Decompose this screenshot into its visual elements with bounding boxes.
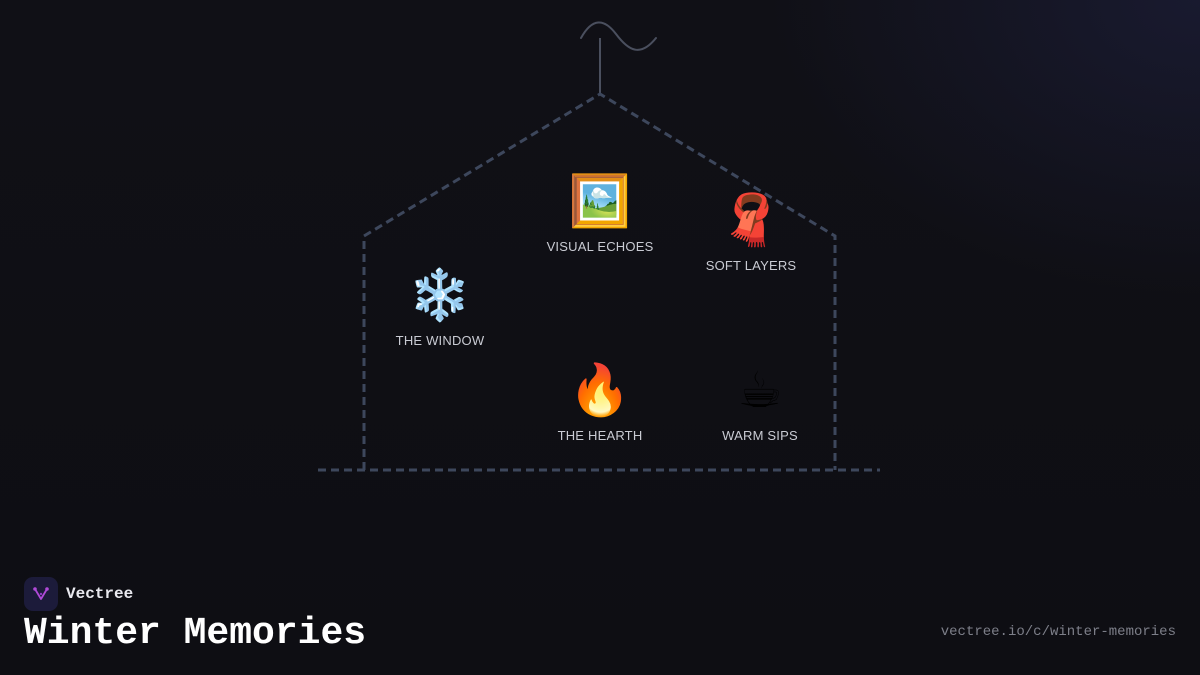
vectree-logo-icon [24, 577, 58, 611]
item-the-hearth[interactable]: 🔥 THE HEARTH [510, 362, 690, 443]
item-warm-sips[interactable]: ☕ WARM SIPS [670, 362, 850, 443]
item-label: VISUAL ECHOES [546, 239, 654, 254]
item-visual-echoes[interactable]: 🖼️ VISUAL ECHOES [510, 173, 690, 254]
brand-name: Vectree [66, 585, 134, 603]
framed-picture-icon: 🖼️ [568, 172, 632, 230]
hot-beverage-icon: ☕ [737, 361, 783, 419]
item-label: THE HEARTH [557, 428, 643, 443]
fire-icon: 🔥 [568, 361, 632, 419]
item-the-window[interactable]: ❄️ THE WINDOW [350, 267, 530, 348]
item-label: SOFT LAYERS [705, 258, 797, 273]
snowflake-icon: ❄️ [408, 266, 472, 324]
item-label: WARM SIPS [722, 428, 798, 443]
house-walls-roof [362, 92, 837, 470]
item-soft-layers[interactable]: 🧣 SOFT LAYERS [661, 192, 841, 273]
page-title: Winter Memories [24, 612, 367, 655]
page-url[interactable]: vectree.io/c/winter-memories [940, 624, 1176, 640]
chimney-smoke [580, 21, 657, 51]
scarf-icon: 🧣 [719, 191, 783, 249]
brand[interactable]: Vectree [24, 577, 133, 611]
item-label: THE WINDOW [395, 333, 485, 348]
